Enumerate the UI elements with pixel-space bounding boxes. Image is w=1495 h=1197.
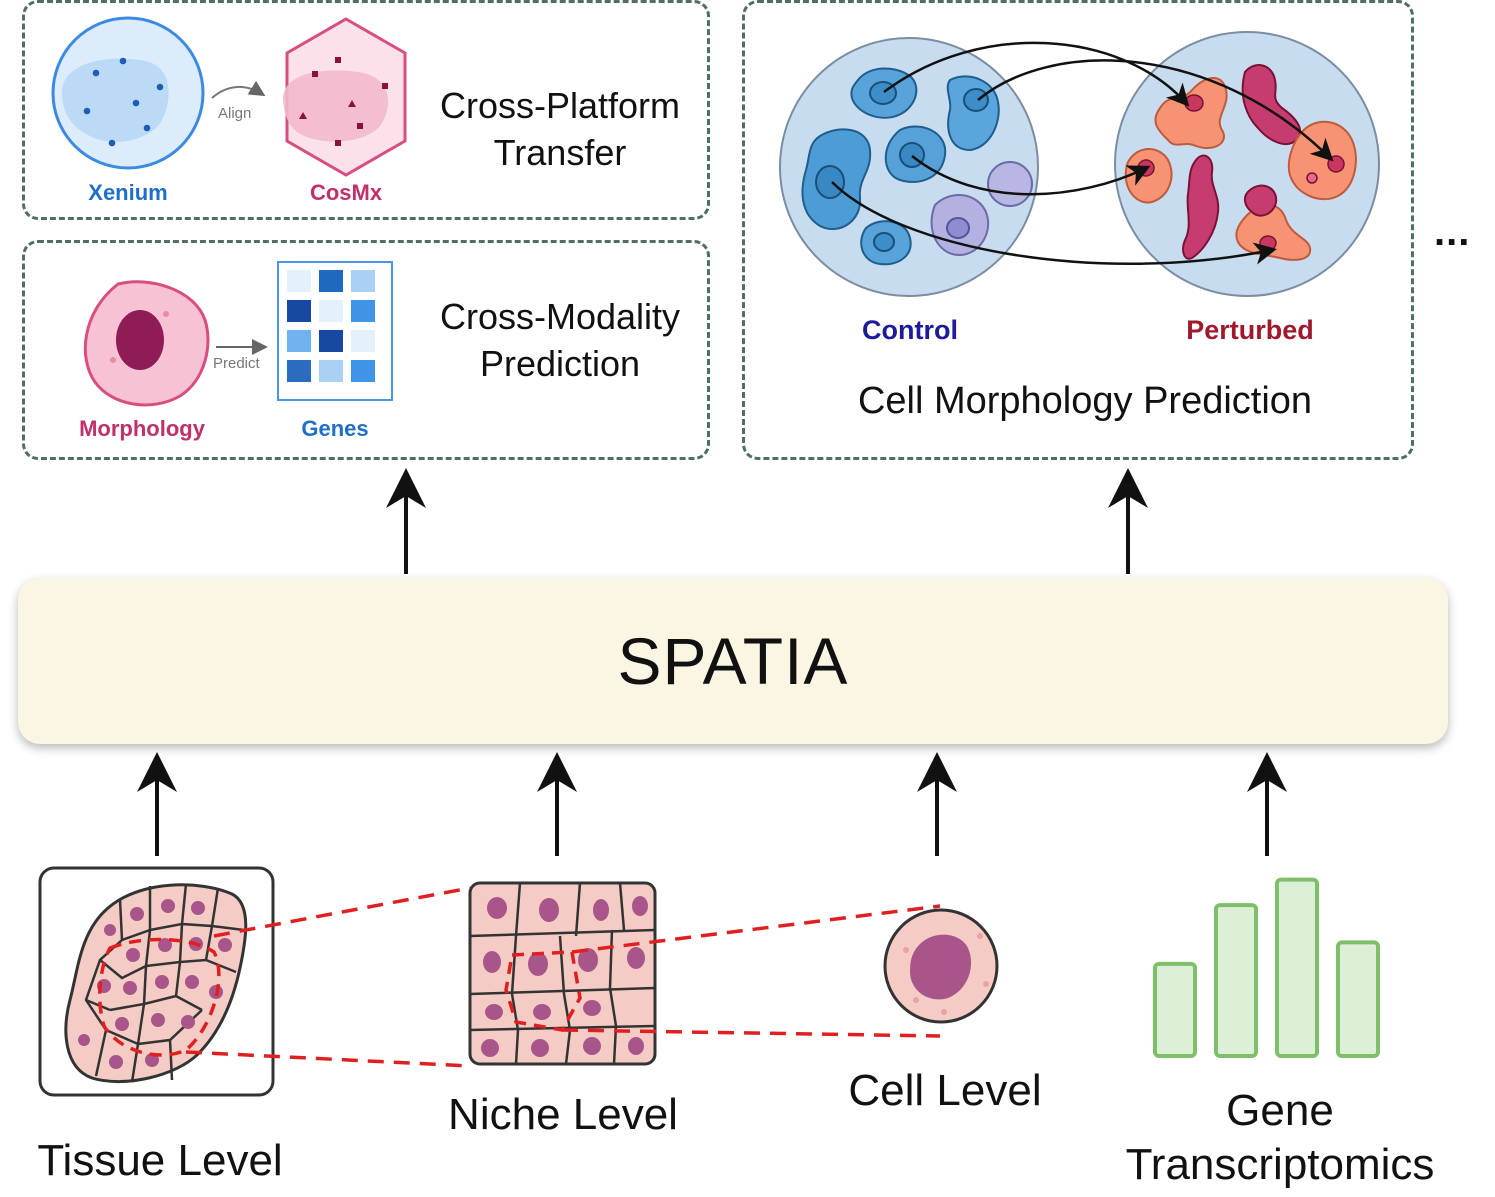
xenium-label: Xenium <box>88 180 168 205</box>
gene-bar <box>1153 961 1197 1059</box>
gene-transcriptomics-label: Gene Transcriptomics <box>1125 1086 1435 1189</box>
cross-platform-panel <box>22 0 710 220</box>
cell-morphology-panel <box>742 0 1414 460</box>
spatia-title: SPATIA <box>617 624 849 698</box>
genes-heatmap-icon <box>277 261 393 401</box>
control-dish-icon <box>779 37 1039 297</box>
cell-morphology-title: Cell Morphology Prediction <box>857 380 1313 422</box>
align-arrow <box>211 80 266 99</box>
genes-label: Genes <box>301 416 369 441</box>
tissue-level-label: Tissue Level <box>37 1136 283 1185</box>
cell-level-icon <box>883 908 999 1024</box>
morphology-cell-icon <box>83 280 210 407</box>
cross-modality-title: Cross-Modality Prediction <box>439 296 681 384</box>
cross-modality-panel <box>22 240 710 460</box>
perturbed-dish-icon <box>1114 31 1380 297</box>
gene-bar <box>1275 877 1319 1058</box>
cell-level-label: Cell Level <box>848 1066 1042 1115</box>
cosmx-label: CosMx <box>309 180 383 205</box>
ellipsis-more: ... <box>1434 210 1471 254</box>
cosmx-icon <box>282 17 407 177</box>
niche-level-icon <box>468 881 657 1066</box>
morphology-transition-arrows <box>831 41 1334 266</box>
spatia-model-bar: SPATIA <box>18 578 1448 744</box>
align-label: Align <box>218 105 252 122</box>
xenium-icon <box>51 16 205 170</box>
zoom-connector-lines <box>185 886 941 1068</box>
niche-level-label: Niche Level <box>448 1090 678 1139</box>
gene-bar <box>1336 940 1380 1059</box>
upward-arrows <box>137 468 1287 856</box>
gene-transcriptomics-chart <box>1153 877 1380 1059</box>
tissue-level-icon <box>38 866 275 1097</box>
control-label: Control <box>862 315 958 345</box>
morphology-label: Morphology <box>79 416 205 441</box>
predict-label: Predict <box>213 355 260 372</box>
cross-platform-title: Cross-Platform Transfer <box>439 85 681 173</box>
gene-bar <box>1214 903 1258 1059</box>
perturbed-label: Perturbed <box>1186 315 1314 345</box>
